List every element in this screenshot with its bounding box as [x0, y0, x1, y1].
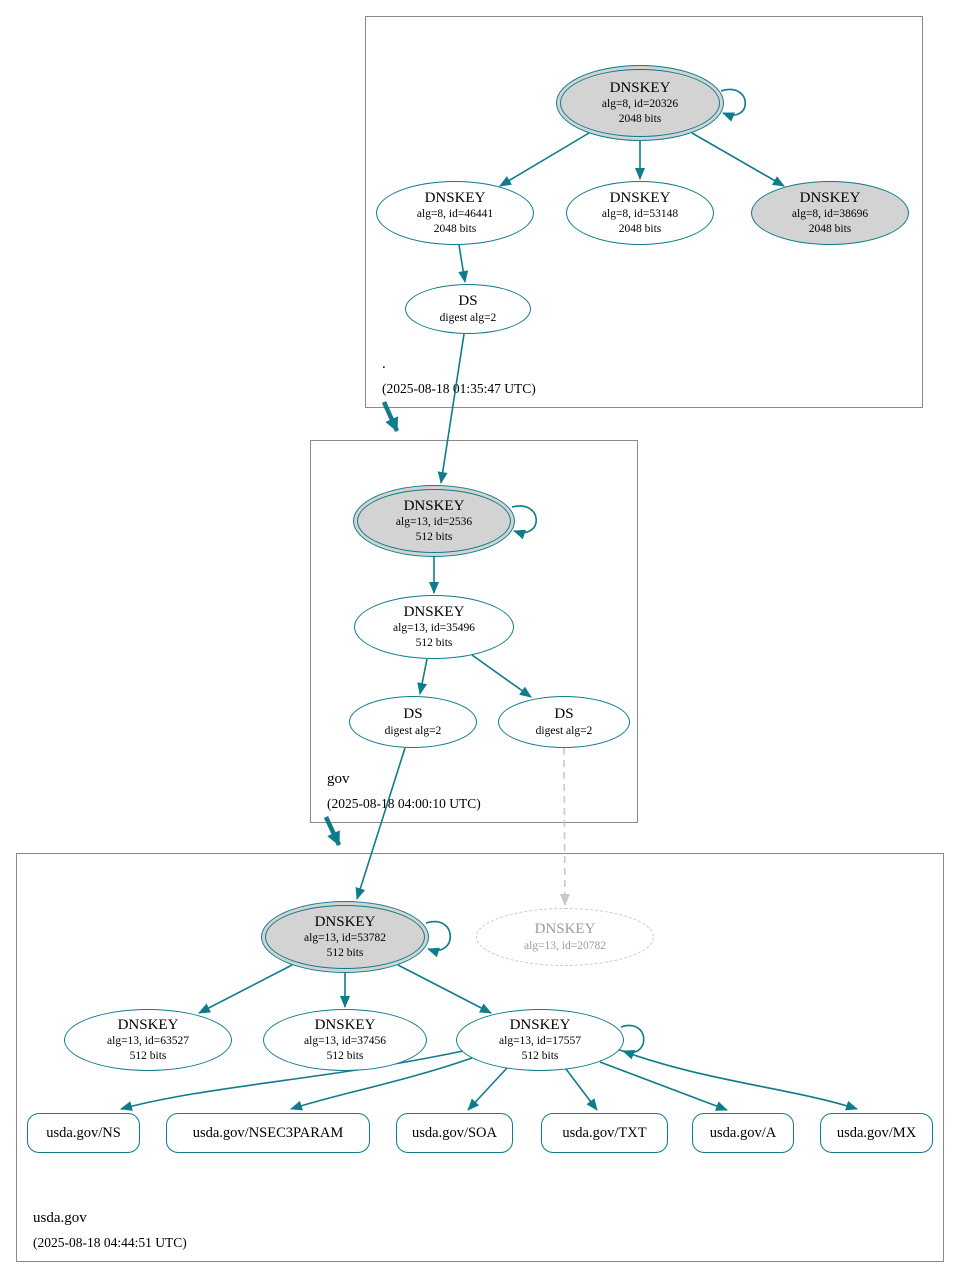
- node-bits: 512 bits: [129, 1050, 167, 1063]
- dnskey-node-root-ksk-20326: DNSKEY alg=8, id=20326 2048 bits: [556, 65, 724, 141]
- node-label: DNSKEY: [799, 189, 861, 206]
- dnskey-node-gov-ksk-2536: DNSKEY alg=13, id=2536 512 bits: [353, 485, 515, 557]
- zone-box-root: . (2025-08-18 01:35:47 UTC): [365, 16, 923, 408]
- rrset-usda-a: usda.gov/A: [692, 1113, 794, 1153]
- node-label: DS: [458, 293, 478, 310]
- node-label: DS: [554, 706, 574, 723]
- node-bits: 2048 bits: [808, 223, 852, 236]
- rrset-label: usda.gov/NSEC3PARAM: [192, 1124, 344, 1141]
- node-detail: alg=13, id=35496: [393, 622, 475, 635]
- edge-gov-ds-to-ghost-dnskey: [559, 747, 570, 906]
- node-detail: digest alg=2: [535, 724, 593, 737]
- node-label: DNSKEY: [609, 189, 671, 206]
- edge-zsk46441-to-ds: [458, 244, 469, 283]
- edge-zsk17557-to-a: [599, 1061, 728, 1111]
- edge-root-to-gov-delegation: [381, 401, 400, 432]
- zone-name-gov: gov: [327, 771, 350, 787]
- node-detail: alg=13, id=17557: [499, 1035, 581, 1048]
- node-label: DNSKEY: [403, 603, 465, 620]
- node-label: DNSKEY: [534, 921, 596, 938]
- edge-gov-zsk-to-ds-left: [417, 658, 428, 695]
- node-label: DNSKEY: [609, 79, 671, 96]
- node-detail: alg=13, id=53782: [304, 932, 386, 945]
- rrset-usda-nsec3param: usda.gov/NSEC3PARAM: [166, 1113, 370, 1153]
- dnskey-node-usda-zsk-63527: DNSKEY alg=13, id=63527 512 bits: [64, 1009, 232, 1071]
- node-label: DNSKEY: [314, 1016, 376, 1033]
- dnskey-node-usda-ghost-20782: DNSKEY alg=13, id=20782: [476, 908, 654, 966]
- node-label: DNSKEY: [314, 913, 376, 930]
- dnskey-node-usda-ksk-53782: DNSKEY alg=13, id=53782 512 bits: [261, 901, 429, 973]
- rrset-label: usda.gov/TXT: [562, 1124, 647, 1141]
- node-detail: alg=8, id=20326: [601, 98, 679, 111]
- zone-name-usda: usda.gov: [33, 1210, 87, 1226]
- rrset-label: usda.gov/MX: [836, 1124, 917, 1141]
- edge-gov-ds-to-usda-ksk: [355, 747, 406, 900]
- zone-timestamp-gov: (2025-08-18 04:00:10 UTC): [327, 796, 481, 811]
- node-detail: alg=13, id=20782: [524, 939, 606, 952]
- edge-zsk17557-to-txt: [565, 1068, 598, 1111]
- dnskey-node-root-zsk-46441: DNSKEY alg=8, id=46441 2048 bits: [376, 181, 534, 245]
- node-bits: 512 bits: [326, 947, 364, 960]
- node-label: DNSKEY: [403, 497, 465, 514]
- rrset-usda-soa: usda.gov/SOA: [396, 1113, 513, 1153]
- edge-gov-zsk-to-ds-right: [471, 654, 532, 698]
- edge-zsk17557-to-soa: [467, 1067, 508, 1111]
- node-detail: digest alg=2: [439, 311, 497, 324]
- edge-zsk17557-selfloop: [620, 1024, 645, 1060]
- edge-usda-ksk-selfloop: [425, 920, 451, 958]
- edge-usda-ksk-to-zsk63527: [198, 964, 293, 1014]
- node-detail: digest alg=2: [384, 724, 442, 737]
- edge-gov-to-usda-delegation: [323, 816, 342, 846]
- edge-zsk17557-to-nsec3param: [290, 1057, 473, 1111]
- node-label: DNSKEY: [509, 1016, 571, 1033]
- zone-box-gov: gov (2025-08-18 04:00:10 UTC): [310, 440, 638, 823]
- node-label: DNSKEY: [117, 1016, 179, 1033]
- rrset-label: usda.gov/A: [709, 1124, 777, 1141]
- node-bits: 512 bits: [415, 637, 453, 650]
- zone-box-usda: usda.gov (2025-08-18 04:44:51 UTC): [16, 853, 944, 1262]
- edge-root-ksk-to-ksk38696: [691, 132, 785, 187]
- ds-node-root: DS digest alg=2: [405, 284, 531, 334]
- rrset-label: usda.gov/NS: [46, 1124, 121, 1141]
- node-label: DS: [403, 706, 423, 723]
- zone-name-root: .: [382, 356, 386, 372]
- edge-usda-ksk-to-zsk17557: [397, 964, 492, 1014]
- node-label: DNSKEY: [424, 189, 486, 206]
- dnskey-node-root-zsk-53148: DNSKEY alg=8, id=53148 2048 bits: [566, 181, 714, 245]
- edge-root-ksk-selfloop: [720, 88, 746, 122]
- edge-root-ksk-to-zsk46441: [499, 132, 590, 187]
- rrset-usda-txt: usda.gov/TXT: [541, 1113, 668, 1153]
- edge-gov-ksk-selfloop: [511, 505, 537, 540]
- dnskey-node-usda-zsk-37456: DNSKEY alg=13, id=37456 512 bits: [263, 1009, 427, 1071]
- ds-node-gov-right: DS digest alg=2: [498, 696, 630, 748]
- node-bits: 512 bits: [521, 1050, 559, 1063]
- zone-timestamp-usda: (2025-08-18 04:44:51 UTC): [33, 1235, 187, 1250]
- edge-root-ds-to-gov-ksk: [437, 333, 465, 484]
- node-detail: alg=8, id=46441: [416, 208, 494, 221]
- rrset-usda-mx: usda.gov/MX: [820, 1113, 933, 1153]
- node-detail: alg=13, id=37456: [304, 1035, 386, 1048]
- node-bits: 512 bits: [415, 531, 453, 544]
- node-detail: alg=8, id=53148: [601, 208, 679, 221]
- dnskey-node-root-ksk-38696: DNSKEY alg=8, id=38696 2048 bits: [751, 181, 909, 245]
- node-bits: 512 bits: [326, 1050, 364, 1063]
- node-detail: alg=13, id=2536: [395, 516, 473, 529]
- dnskey-node-gov-zsk-35496: DNSKEY alg=13, id=35496 512 bits: [354, 595, 514, 659]
- node-detail: alg=8, id=38696: [791, 208, 869, 221]
- edge-zsk17557-to-mx: [616, 1048, 858, 1111]
- edge-zsk17557-to-ns: [120, 1050, 464, 1111]
- zone-timestamp-root: (2025-08-18 01:35:47 UTC): [382, 381, 536, 396]
- rrset-usda-ns: usda.gov/NS: [27, 1113, 140, 1153]
- ds-node-gov-left: DS digest alg=2: [349, 696, 477, 748]
- node-bits: 2048 bits: [618, 223, 662, 236]
- dnskey-node-usda-zsk-17557: DNSKEY alg=13, id=17557 512 bits: [456, 1009, 624, 1071]
- node-detail: alg=13, id=63527: [107, 1035, 189, 1048]
- node-bits: 2048 bits: [618, 113, 662, 126]
- node-bits: 2048 bits: [433, 223, 477, 236]
- rrset-label: usda.gov/SOA: [412, 1124, 497, 1141]
